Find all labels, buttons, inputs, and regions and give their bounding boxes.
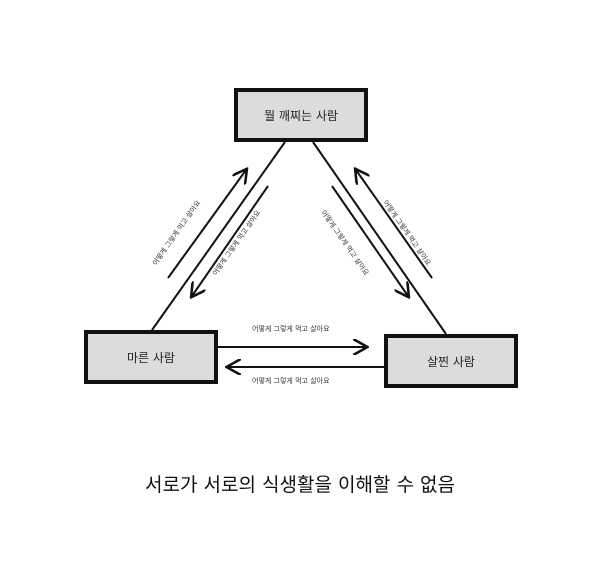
node-top: 뭘 깨찌는 사람 — [234, 88, 368, 142]
edge-top-right — [312, 141, 447, 335]
label-bottom-left: 어떻게 그렇게 먹고 살아요 — [252, 377, 330, 385]
node-right: 살찐 사람 — [384, 334, 518, 388]
arrow-right-up — [356, 170, 433, 279]
arrow-left-up — [167, 170, 246, 279]
label-bottom-right: 어떻게 그렇게 먹고 살아요 — [252, 325, 330, 333]
arrow-left-down — [192, 185, 269, 296]
arrow-right-down — [331, 185, 408, 296]
caption: 서로가 서로의 식생활을 이해할 수 없음 — [145, 474, 455, 496]
edge-top-left — [151, 141, 286, 331]
node-left: 마른 사람 — [84, 330, 218, 384]
